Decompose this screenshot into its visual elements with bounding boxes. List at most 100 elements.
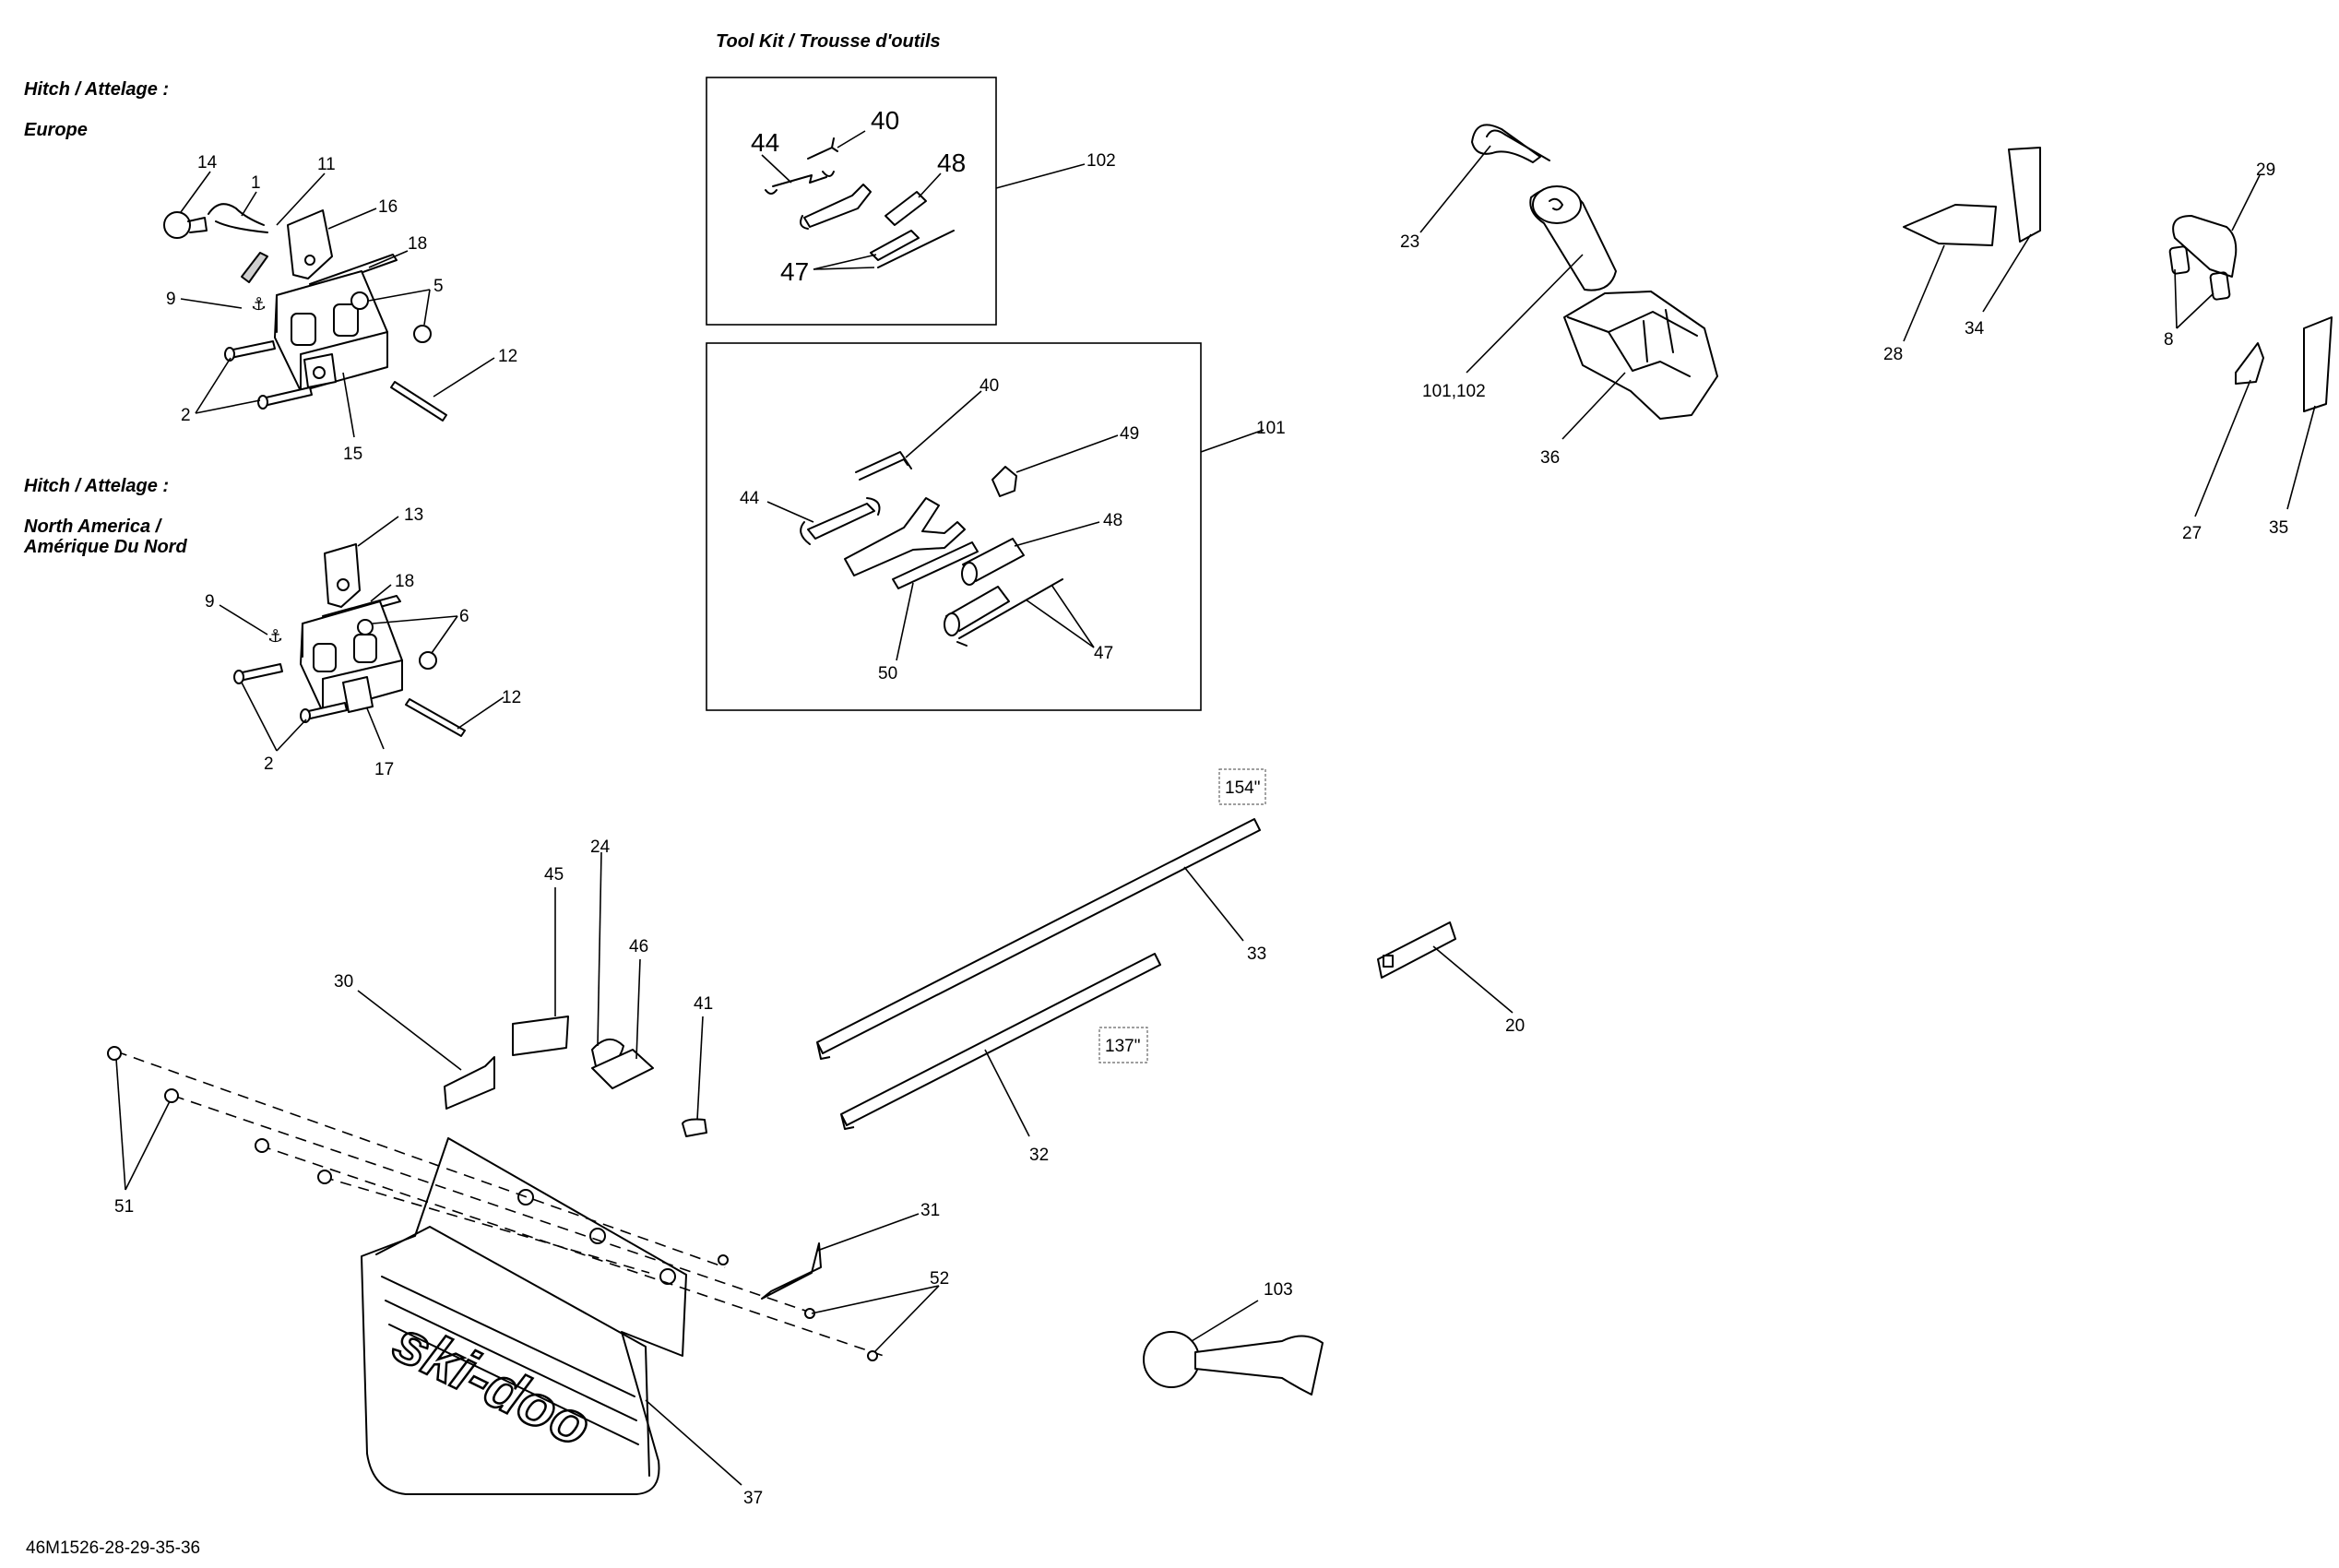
hitch-na-region-line1: North America / bbox=[24, 517, 161, 537]
part-41 bbox=[682, 1118, 707, 1137]
spanner-part bbox=[803, 184, 872, 228]
decal-31 bbox=[761, 1242, 822, 1300]
callout-48-kit102: 48 bbox=[937, 148, 966, 177]
decal-27 bbox=[2235, 342, 2264, 385]
tool-kit-heading: Tool Kit / Trousse d'outils bbox=[716, 31, 941, 52]
callout-13: 13 bbox=[404, 505, 423, 525]
callout-33: 33 bbox=[1247, 944, 1266, 964]
tool-kit-101-box: 40 49 44 48 101 50 47 bbox=[706, 342, 1286, 711]
size-label-137: 137" bbox=[1105, 1037, 1140, 1056]
callout-15: 15 bbox=[343, 445, 362, 464]
hitch-bracket-na-part bbox=[300, 600, 403, 713]
callout-1: 1 bbox=[251, 173, 261, 193]
decal-34 bbox=[2008, 147, 2041, 243]
hitch-bracket-part bbox=[274, 270, 388, 392]
hitch-na-assembly: ⚓ 13 18 9 6 12 2 17 bbox=[205, 505, 521, 779]
callout-27: 27 bbox=[2182, 524, 2202, 543]
decal-35 bbox=[2303, 316, 2333, 412]
callout-52: 52 bbox=[930, 1269, 949, 1289]
callout-23: 23 bbox=[1400, 232, 1419, 252]
callout-18: 18 bbox=[408, 234, 427, 254]
wrench-part bbox=[772, 174, 827, 187]
callout-32: 32 bbox=[1029, 1146, 1049, 1165]
callout-34: 34 bbox=[1965, 319, 1985, 339]
driver-part bbox=[870, 230, 920, 261]
hitch-europe-region: Europe bbox=[24, 120, 88, 140]
callout-9-na: 9 bbox=[205, 592, 215, 612]
callout-18-na: 18 bbox=[395, 572, 414, 591]
bolt-part bbox=[228, 340, 276, 359]
wrench-101-part bbox=[807, 503, 875, 540]
clip-tool-part bbox=[991, 466, 1017, 497]
decal-46 bbox=[591, 1049, 654, 1089]
callout-41: 41 bbox=[694, 994, 713, 1014]
flap-ribs bbox=[381, 1276, 639, 1445]
knob-part bbox=[163, 211, 208, 239]
callout-45: 45 bbox=[544, 865, 564, 885]
callout-12: 12 bbox=[498, 347, 517, 366]
callout-30: 30 bbox=[334, 972, 353, 992]
callout-46: 46 bbox=[629, 937, 648, 956]
strap-part bbox=[1471, 124, 1541, 163]
callout-48-kit101: 48 bbox=[1103, 511, 1122, 530]
hitch-na-heading: Hitch / Attelage : bbox=[24, 476, 170, 496]
callout-40-kit102: 40 bbox=[871, 106, 899, 135]
spanner-101-part bbox=[844, 497, 966, 576]
anchor-icon: ⚓ bbox=[251, 295, 267, 315]
callout-101-102: 101,102 bbox=[1422, 382, 1486, 401]
horn-body-part bbox=[1194, 1335, 1324, 1396]
hitch-na-region-line2: Amérique Du Nord bbox=[24, 537, 187, 557]
callout-40-kit101: 40 bbox=[980, 376, 999, 396]
callout-44-kit101: 44 bbox=[740, 489, 760, 508]
chain-part bbox=[241, 252, 268, 283]
flap-fasteners: 51 52 bbox=[107, 1046, 949, 1361]
diagram-code: 46M1526-28-29-35-36 bbox=[26, 1538, 201, 1558]
decal-28 bbox=[1903, 204, 1997, 246]
hitch-europe-heading: Hitch / Attelage : bbox=[24, 79, 170, 100]
callout-37: 37 bbox=[743, 1489, 763, 1508]
runner-strip-154 bbox=[816, 818, 1261, 1060]
tongue-part bbox=[324, 543, 361, 608]
anchor-na-icon: ⚓ bbox=[267, 627, 283, 647]
hex-key-part bbox=[855, 451, 912, 473]
callout-2-na: 2 bbox=[264, 754, 274, 774]
callout-50: 50 bbox=[878, 664, 897, 683]
callout-49: 49 bbox=[1120, 424, 1139, 444]
callout-36: 36 bbox=[1540, 448, 1560, 468]
callout-6: 6 bbox=[459, 607, 469, 626]
clip-part bbox=[208, 203, 268, 233]
callout-2: 2 bbox=[181, 406, 191, 425]
callout-103: 103 bbox=[1264, 1280, 1293, 1300]
callout-35: 35 bbox=[2269, 518, 2288, 538]
callout-24: 24 bbox=[590, 837, 611, 857]
callout-51: 51 bbox=[114, 1197, 134, 1217]
size-label-154: 154" bbox=[1225, 778, 1260, 798]
pin-part bbox=[390, 381, 447, 422]
tool-bag-assembly: 23 101,102 36 bbox=[1400, 124, 1718, 468]
callout-20: 20 bbox=[1505, 1016, 1525, 1036]
callout-5: 5 bbox=[433, 277, 444, 296]
nut-part bbox=[350, 291, 369, 310]
callout-16: 16 bbox=[378, 197, 398, 217]
callout-17: 17 bbox=[374, 760, 394, 779]
decals-group: 28 34 29 8 27 35 bbox=[1883, 147, 2333, 543]
small-decal-20: 20 bbox=[1377, 921, 1525, 1036]
rod-part bbox=[892, 541, 979, 589]
callout-47-kit102: 47 bbox=[780, 257, 809, 286]
plate-part bbox=[287, 209, 333, 279]
callout-101: 101 bbox=[1256, 419, 1286, 438]
callout-102: 102 bbox=[1086, 151, 1116, 171]
callout-29: 29 bbox=[2256, 160, 2275, 180]
callout-44-kit102: 44 bbox=[751, 128, 779, 157]
callout-8: 8 bbox=[2164, 330, 2174, 350]
callout-14: 14 bbox=[197, 153, 218, 172]
callout-12-na: 12 bbox=[502, 688, 521, 707]
runner-strip-137 bbox=[840, 953, 1161, 1130]
horn-bulb-part bbox=[1143, 1331, 1200, 1388]
callout-47-kit101: 47 bbox=[1094, 644, 1113, 663]
callout-28: 28 bbox=[1883, 345, 1903, 364]
hitch-europe-assembly: ⚓ 14 1 11 16 18 9 5 bbox=[163, 153, 517, 464]
decal-29-bracket bbox=[2172, 215, 2238, 278]
